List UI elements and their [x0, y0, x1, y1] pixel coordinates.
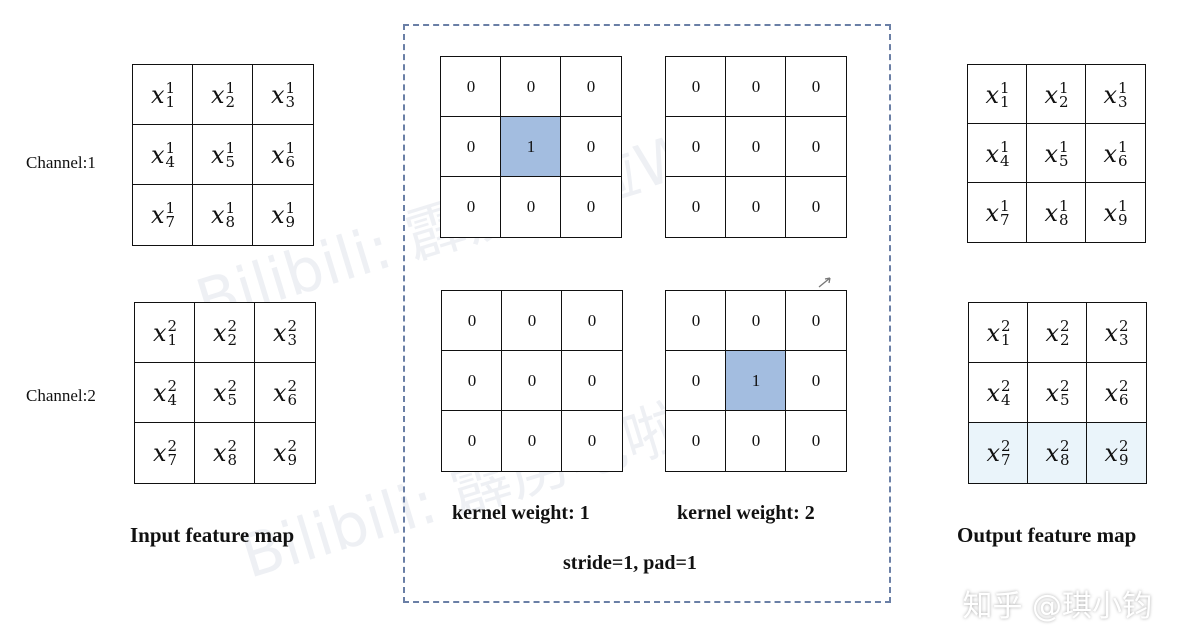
kernel-cell: 0 — [665, 56, 727, 118]
zhihu-credit: 知乎 @琪小钧 — [962, 589, 1152, 624]
kernel-cell: 0 — [441, 410, 503, 472]
kernel-cell: 0 — [665, 410, 727, 472]
kernel-cell: 1 — [725, 350, 787, 412]
kernel-cell: 0 — [785, 176, 847, 238]
kernel-cell: 0 — [500, 176, 562, 238]
kernel-cell: 0 — [665, 176, 727, 238]
kernel-panel — [403, 24, 891, 603]
cursor-arrow-icon — [818, 277, 831, 288]
input-caption: Input feature map — [130, 523, 295, 547]
kernel-cell: 1 — [500, 116, 562, 178]
output-caption: Output feature map — [957, 523, 1137, 547]
kernel-cell: 0 — [501, 350, 563, 412]
kernel-cell: 0 — [665, 290, 727, 352]
kernel-cell: 0 — [725, 410, 787, 472]
kernel-cell: 0 — [560, 56, 622, 118]
kernel-cell: 0 — [561, 410, 623, 472]
channel-2-label: Channel:2 — [26, 386, 96, 405]
kernel-cell: 0 — [501, 290, 563, 352]
kernel-cell: 0 — [725, 116, 787, 178]
kernel-cell: 0 — [440, 56, 502, 118]
kernel-cell: 0 — [725, 290, 787, 352]
kernel-cell: 0 — [725, 56, 787, 118]
channel-1-label: Channel:1 — [26, 153, 96, 172]
kernel-cell: 0 — [500, 56, 562, 118]
stride-pad-caption: stride=1, pad=1 — [563, 552, 697, 574]
kernel-cell: 0 — [725, 176, 787, 238]
kernel-cell: 0 — [560, 176, 622, 238]
kernel-cell: 0 — [561, 290, 623, 352]
kernel-1-caption: kernel weight: 1 — [452, 502, 590, 524]
kernel-cell: 0 — [785, 350, 847, 412]
kernel-2-caption: kernel weight: 2 — [677, 502, 815, 524]
kernel-cell: 0 — [440, 176, 502, 238]
kernel-cell: 0 — [665, 116, 727, 178]
kernel-cell: 0 — [501, 410, 563, 472]
kernel-cell: 0 — [441, 290, 503, 352]
kernel-cell: 0 — [440, 116, 502, 178]
kernel-cell: 0 — [665, 350, 727, 412]
kernel-cell: 0 — [785, 116, 847, 178]
kernel-cell: 0 — [441, 350, 503, 412]
kernel-cell: 0 — [785, 410, 847, 472]
kernel-cell: 0 — [785, 290, 847, 352]
kernel-cell: 0 — [561, 350, 623, 412]
kernel-cell: 0 — [560, 116, 622, 178]
kernel-cell: 0 — [785, 56, 847, 118]
